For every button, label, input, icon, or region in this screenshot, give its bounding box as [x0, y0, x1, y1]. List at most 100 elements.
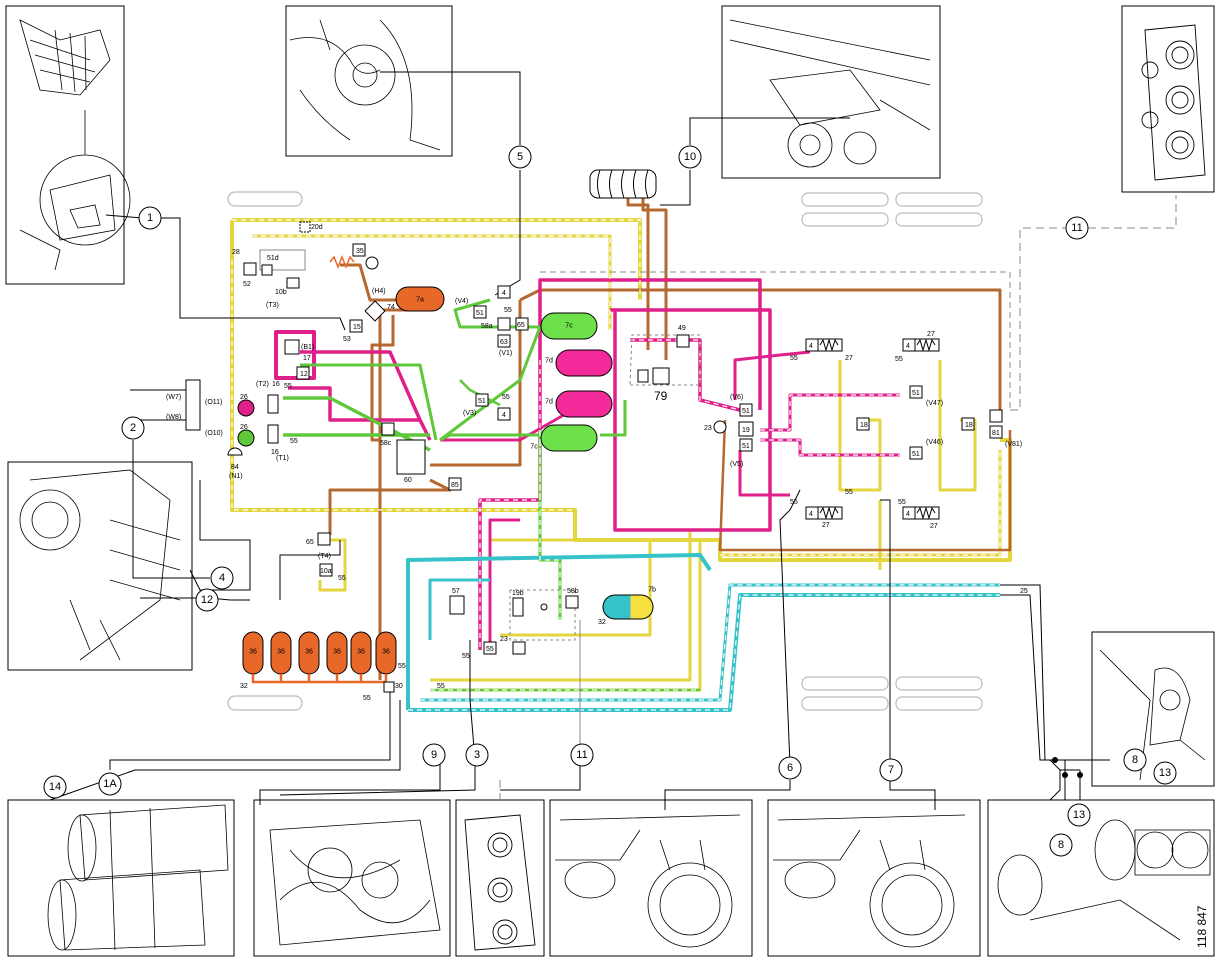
aux-tank-4: 36 [326, 631, 348, 675]
callout-8-lower: 8 [1049, 833, 1073, 857]
label-t2: (T2) [256, 381, 269, 388]
tank-7b-label: 7b [648, 587, 656, 594]
panel-pedal-illustration [5, 5, 125, 285]
label-85: 85 [451, 482, 459, 489]
box-63 [497, 334, 511, 348]
panel-test-connection-illustration [1091, 631, 1215, 787]
label-55-t1: 55 [290, 438, 298, 445]
box-51-v3 [475, 393, 489, 407]
label-18-right: 18 [965, 422, 973, 429]
tank-7d-upper: 7d [545, 349, 613, 377]
tanks: 7a 7c 7d 7d 7c [237, 286, 656, 684]
box-4-v3 [497, 407, 511, 421]
box-t2-upper [267, 394, 279, 414]
label-51-v6: 51 [742, 408, 750, 415]
label-51d: 51d [267, 255, 279, 262]
label-18-left: 18 [860, 422, 868, 429]
box-57 [449, 595, 465, 615]
callout-12-label: 12 [201, 594, 213, 606]
box-85 [448, 477, 462, 491]
box-58c [381, 422, 395, 436]
label-23-right: 23 [704, 425, 712, 432]
aux-tank-1-label: 36 [249, 649, 257, 656]
callout-14: 14 [43, 775, 67, 799]
callout-10: 10 [678, 145, 702, 169]
callout-1a-label: 1A [103, 778, 117, 790]
label-79: 79 [654, 389, 668, 403]
label-v4: (V4) [455, 298, 468, 305]
callout-9-label: 9 [431, 749, 437, 761]
gauge-23-right [713, 420, 727, 434]
callout-2: 2 [121, 416, 145, 440]
label-55-lower-2: 55 [437, 683, 445, 690]
label-60: 60 [404, 477, 412, 484]
box-79 [652, 367, 670, 385]
label-23-lower: 23 [500, 636, 508, 643]
tank-7a-label: 7a [416, 297, 424, 304]
tank-7c-upper: 7c [540, 312, 598, 340]
label-20d: 20d [311, 224, 323, 231]
label-4-b: 4 [906, 343, 910, 350]
box-35 [352, 243, 366, 257]
box-85-right [989, 409, 1003, 423]
label-16-lower: 16 [271, 449, 279, 456]
label-52: 52 [243, 281, 251, 288]
auxiliary-tanks: 36 36 36 36 36 36 [242, 631, 397, 684]
cyan-circuit [406, 553, 1000, 712]
label-v1: (V1) [499, 350, 512, 357]
label-v81: (V81) [1005, 441, 1022, 448]
empty-label-placeholders [227, 191, 983, 711]
callout-8-lower-label: 8 [1058, 839, 1064, 851]
callout-5-label: 5 [517, 151, 523, 163]
box-60 [396, 439, 426, 475]
label-74: 74 [387, 304, 395, 311]
aux-tank-6-label: 36 [382, 649, 390, 656]
box-18-right [961, 417, 975, 431]
indicator-26-green [237, 429, 255, 447]
label-n1: (N1) [229, 473, 243, 480]
component-boxes [185, 169, 1003, 693]
label-55-aux-bottom: 55 [363, 695, 371, 702]
pipe-dash-overlays [231, 219, 1001, 711]
callout-1a: 1A [98, 772, 122, 796]
label-55-a: 55 [790, 355, 798, 362]
box-w7-w8 [185, 379, 201, 431]
junction-19b [540, 603, 548, 611]
label-v5: (V5) [730, 461, 743, 468]
label-4-d: 4 [906, 511, 910, 518]
callout-11-bottom-label: 11 [576, 749, 587, 761]
bellows-symbol [589, 169, 657, 199]
callout-7: 7 [879, 758, 903, 782]
aux-tank-4-label: 36 [333, 649, 341, 656]
callout-3: 3 [465, 743, 489, 767]
panel-brake-chamber-left [549, 799, 753, 957]
label-55-t4: 55 [338, 575, 346, 582]
callout-8-upper-label: 8 [1132, 754, 1138, 766]
label-25: 25 [1020, 588, 1028, 595]
aux-tank-2: 36 [270, 631, 292, 675]
callout-14-label: 14 [49, 781, 61, 793]
label-84: 84 [231, 464, 239, 471]
illustration-panels [5, 5, 1215, 957]
panel-tanks-illustration [7, 799, 235, 957]
tank-7a: 7a [395, 286, 445, 312]
label-55-b: 55 [895, 356, 903, 363]
label-32-trailer: 32 [598, 619, 606, 626]
callout-13-upper: 13 [1153, 761, 1177, 785]
label-o10: (O10) [205, 430, 223, 437]
label-65: 65 [306, 539, 314, 546]
callout-3-label: 3 [474, 749, 480, 761]
box-79-left [637, 369, 649, 383]
label-12: 12 [300, 371, 308, 378]
label-w7: (W7) [166, 394, 181, 401]
aux-tank-3-label: 36 [305, 649, 313, 656]
label-55-c: 55 [790, 499, 798, 506]
label-16-upper: 16 [272, 381, 280, 388]
box-58a [497, 317, 511, 331]
box-81 [989, 425, 1003, 439]
label-58c: 58c [380, 440, 392, 447]
label-58a: 58a [481, 323, 493, 330]
label-4-a: 4 [809, 343, 813, 350]
label-63: 63 [500, 339, 508, 346]
